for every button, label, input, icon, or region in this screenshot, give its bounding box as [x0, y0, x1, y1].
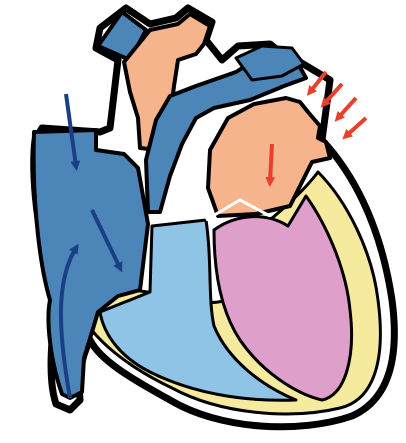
flow-arrow-pulm-vein-4 — [346, 118, 366, 136]
flow-arrow-pulm-vein-3 — [338, 98, 356, 118]
flow-arrow-la-to-lv — [270, 144, 272, 182]
